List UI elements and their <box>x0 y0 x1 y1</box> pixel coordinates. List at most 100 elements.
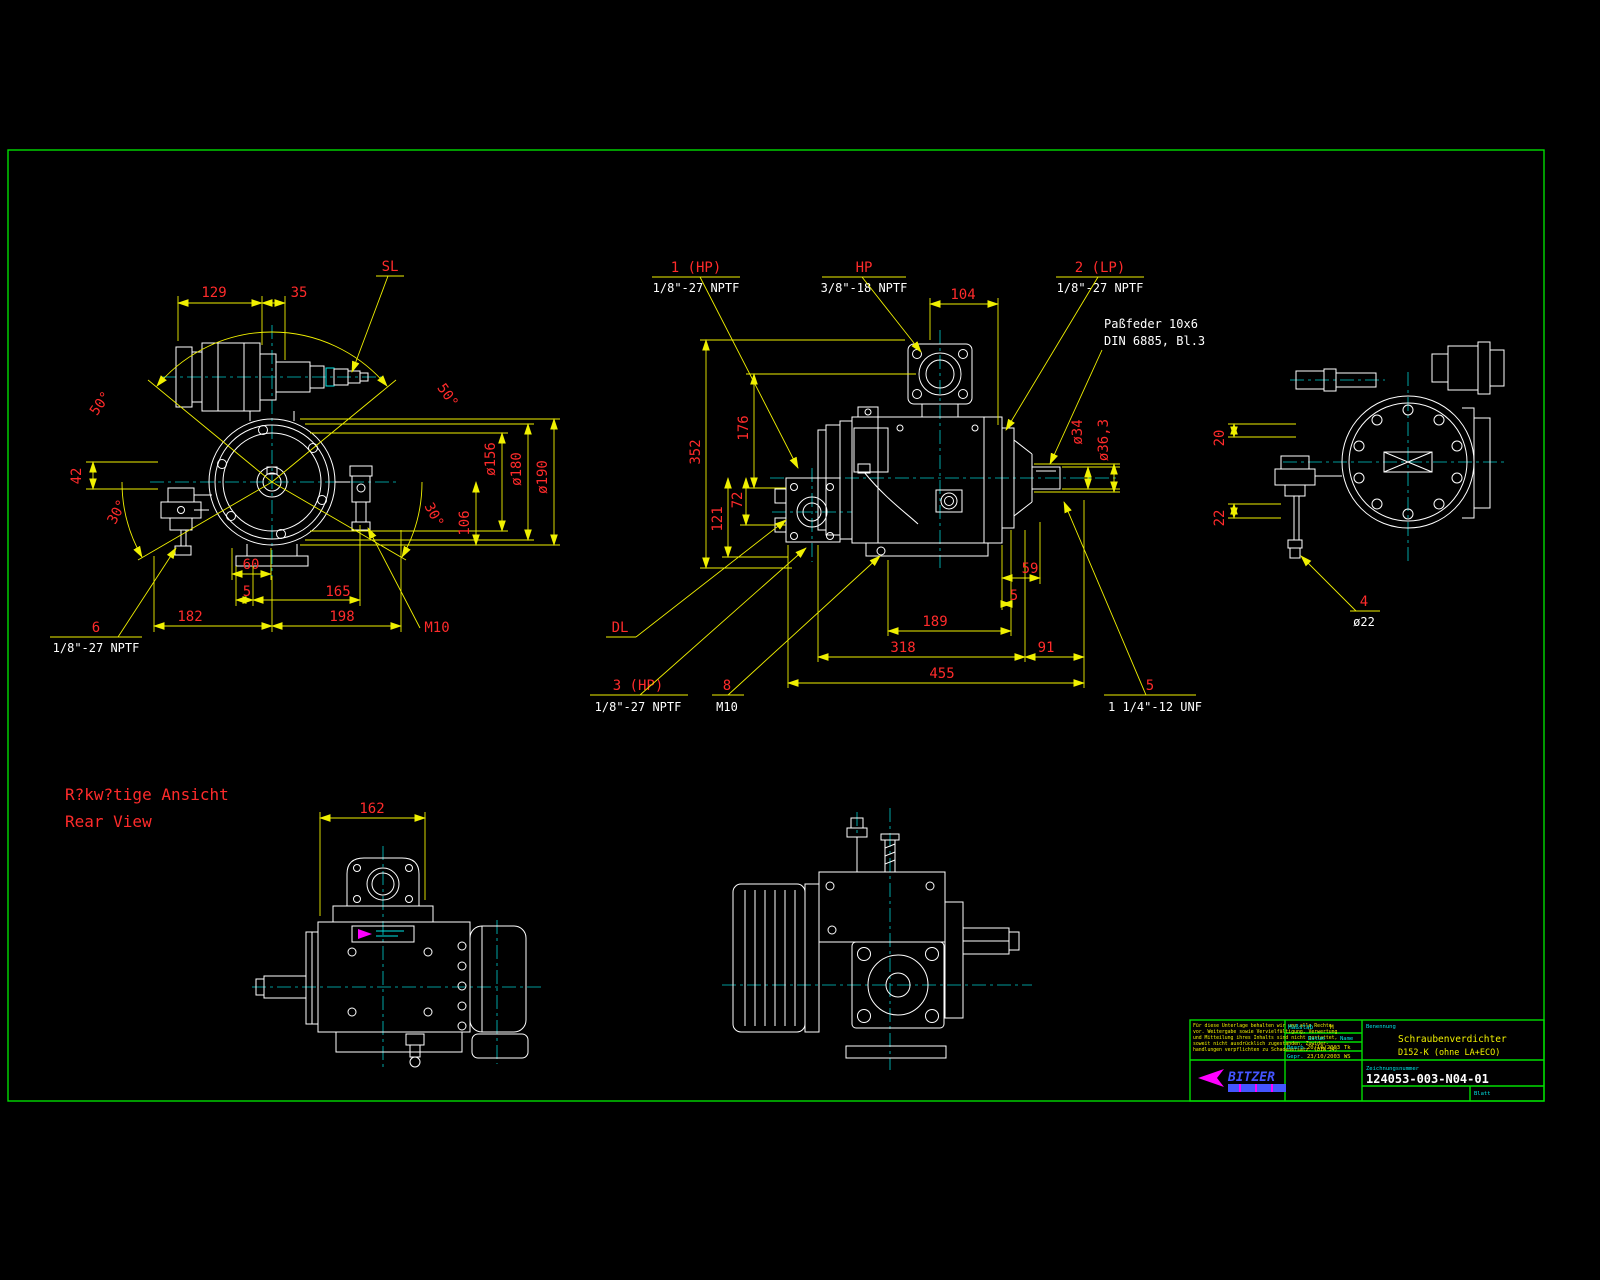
drawing-subtitle: D152-K (ohne LA+ECO) <box>1398 1048 1500 1058</box>
dia-label-4: ø22 <box>1353 615 1375 629</box>
number-label: Zeichnungsnummer <box>1366 1066 1420 1072</box>
thread-label-6: 1/8"-27 NPTF <box>53 641 140 655</box>
dim-dia156: ø156 <box>483 442 499 476</box>
drawing-title: Schraubenverdichter <box>1398 1034 1507 1045</box>
title-block-titles: Benennung Schraubenverdichter D152-K (oh… <box>1366 1024 1507 1097</box>
side-view-dimensions: 1 (HP) 1/8"-27 NPTF HP 3/8"-18 NPTF 2 (L… <box>590 260 1205 714</box>
row1-name: Tk <box>1344 1045 1351 1051</box>
dim-35: 35 <box>291 285 308 301</box>
rear-view-title-en: Rear View <box>65 812 152 831</box>
logo-text: BITZER <box>1227 1070 1275 1085</box>
row2-name: WS <box>1344 1054 1351 1060</box>
col-name: Name <box>1340 1036 1353 1042</box>
bottom-view-centerlines <box>722 808 1032 1070</box>
dim-91: 91 <box>1038 640 1055 656</box>
title-block-grid <box>1189 1019 1545 1102</box>
notice-line-3: und Mitteilung ihres Inhalts sind nicht … <box>1193 1035 1337 1041</box>
port-label-dl: DL <box>612 620 629 636</box>
side-view-centerlines <box>770 330 1118 568</box>
dim-129: 129 <box>201 285 226 301</box>
front-view-dimensions: 129 35 SL 50° 50° 30° 30° 42 <box>50 259 560 655</box>
dim-162: 162 <box>359 801 384 817</box>
thread-label-hp: 3/8"-18 NPTF <box>821 281 908 295</box>
dim-455: 455 <box>929 666 954 682</box>
dim-121: 121 <box>710 506 726 531</box>
notice-line-2: vor. Weitergabe sowie Vervielfältigung, … <box>1193 1029 1338 1035</box>
dim-dia34: ø34 <box>1070 419 1086 444</box>
drawing-number: 124053-003-N04-01 <box>1366 1072 1489 1086</box>
dim-106: 106 <box>457 510 473 535</box>
thread-label-8: M10 <box>716 700 738 714</box>
port-label-8: 8 <box>723 678 731 694</box>
dim-198: 198 <box>329 609 354 625</box>
port-label-2-lp: 2 (LP) <box>1075 260 1126 276</box>
dim-5b: 5 <box>1010 588 1018 604</box>
key-note-line1: Paßfeder 10x6 <box>1104 317 1198 331</box>
title-block: Für diese Unterlage behalten wir uns all… <box>1189 1019 1545 1102</box>
rear-view-centerlines <box>252 846 545 1068</box>
row1-label: Bearb. <box>1287 1045 1307 1051</box>
dim-dia180: ø180 <box>509 452 525 486</box>
dim-72: 72 <box>730 492 746 509</box>
title-block-rows: Maßstab M Datum Name Bearb. 20/10/2003 T… <box>1287 1024 1353 1060</box>
col-date: Datum <box>1308 1036 1325 1042</box>
dim-angle-30-right: 30° <box>421 500 447 530</box>
thread-label-3: 1/8"-27 NPTF <box>595 700 682 714</box>
port-label-6: 6 <box>92 620 100 636</box>
notice-line-5: handlungen verpflichten zu Schadenersatz… <box>1193 1047 1337 1053</box>
notice-line-1: Für diese Unterlage behalten wir uns all… <box>1193 1023 1332 1029</box>
dim-20: 20 <box>1212 430 1228 447</box>
end-view-dimensions: 20 22 4 ø22 <box>1212 423 1380 629</box>
dim-22: 22 <box>1212 510 1228 527</box>
rear-view: R?kw?tige Ansicht Rear View <box>65 785 545 1068</box>
dim-59: 59 <box>1022 561 1039 577</box>
dim-dia190: ø190 <box>535 460 551 494</box>
drawing-frame <box>7 149 1545 1102</box>
end-view: 20 22 4 ø22 <box>1212 341 1508 629</box>
thread-label-1: 1/8"-27 NPTF <box>653 281 740 295</box>
row2-date: 23/10/2003 <box>1307 1054 1340 1060</box>
title-block-notice: Für diese Unterlage behalten wir uns all… <box>1193 1023 1338 1053</box>
dim-189: 189 <box>922 614 947 630</box>
port-label-hp: HP <box>856 260 873 276</box>
dim-60: 60 <box>243 557 260 573</box>
dim-angle-50-left: 50° <box>87 389 115 419</box>
dim-352: 352 <box>688 439 704 464</box>
dim-165: 165 <box>325 584 350 600</box>
dim-m10: M10 <box>424 620 449 636</box>
row2-label: Gepr. <box>1287 1054 1304 1060</box>
bottom-view <box>722 808 1032 1070</box>
scale-value: M <box>1330 1024 1334 1031</box>
dim-104: 104 <box>950 287 975 303</box>
dim-angle-50-right: 50° <box>433 381 461 411</box>
company-logo: BITZER <box>1198 1069 1286 1092</box>
thread-label-2: 1/8"-27 NPTF <box>1057 281 1144 295</box>
port-label-5: 5 <box>1146 678 1154 694</box>
port-label-sl: SL <box>382 259 399 275</box>
notice-line-4: soweit nicht ausdrücklich zugestanden. Z… <box>1193 1041 1329 1047</box>
dim-5: 5 <box>243 584 251 600</box>
front-view-geometry <box>160 342 373 567</box>
dim-angle-30-left: 30° <box>104 497 130 527</box>
port-label-4: 4 <box>1360 594 1368 610</box>
rear-view-title-de: R?kw?tige Ansicht <box>65 785 229 804</box>
dim-318: 318 <box>890 640 915 656</box>
port-label-3-hp: 3 (HP) <box>613 678 664 694</box>
front-view: 129 35 SL 50° 50° 30° 30° 42 <box>50 259 560 655</box>
side-view-geometry <box>774 343 1061 557</box>
row1-date: 20/10/2003 <box>1307 1045 1340 1051</box>
bottom-view-geometry <box>732 817 1020 1059</box>
rear-view-dimensions: 162 <box>319 801 426 916</box>
end-view-centerlines <box>1283 372 1508 562</box>
scale-label: Maßstab <box>1288 1024 1314 1031</box>
dim-182: 182 <box>177 609 202 625</box>
dim-176: 176 <box>736 415 752 440</box>
key-note-line2: DIN 6885, Bl.3 <box>1104 334 1205 348</box>
thread-label-5: 1 1/4"-12 UNF <box>1108 700 1202 714</box>
name-label: Benennung <box>1366 1024 1396 1030</box>
end-view-geometry <box>1274 341 1505 559</box>
front-view-centerlines <box>150 325 398 578</box>
dim-dia36-3: ø36,3 <box>1096 419 1112 461</box>
